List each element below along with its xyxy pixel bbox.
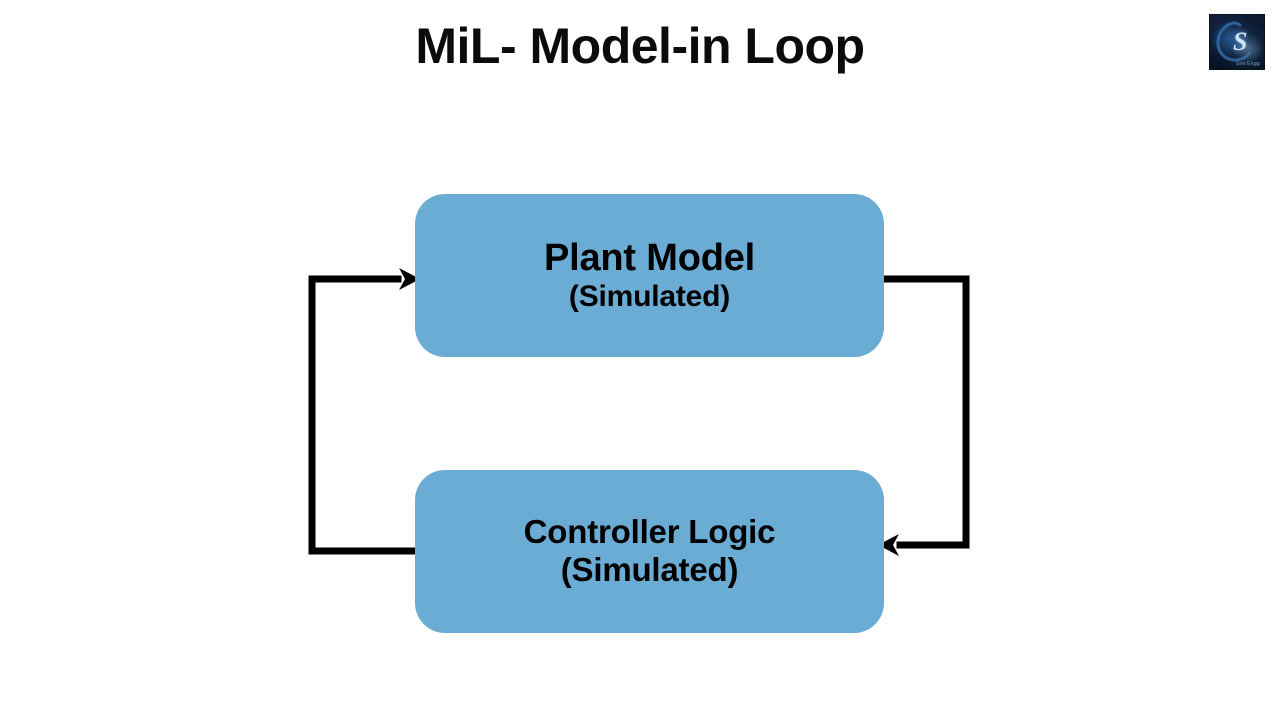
node-plant-model-title: Plant Model: [543, 236, 756, 279]
node-plant-model-subtitle: (Simulated): [568, 280, 731, 314]
connector-controller-to-plant: [308, 268, 420, 555]
page-title: MiL- Model-in Loop: [415, 18, 865, 74]
logo-monogram-icon: S: [1232, 26, 1248, 56]
node-controller-logic[interactable]: Controller Logic (Simulated): [415, 470, 884, 633]
node-plant-model[interactable]: Plant Model (Simulated): [415, 194, 884, 357]
connector-plant-to-controller: [878, 275, 970, 556]
node-controller-logic-title: Controller Logic: [523, 512, 776, 550]
logo-caption: Sim Engg: [1235, 61, 1260, 67]
node-controller-logic-subtitle: (Simulated): [560, 550, 739, 588]
company-logo: S Sim Engg: [1209, 14, 1265, 70]
